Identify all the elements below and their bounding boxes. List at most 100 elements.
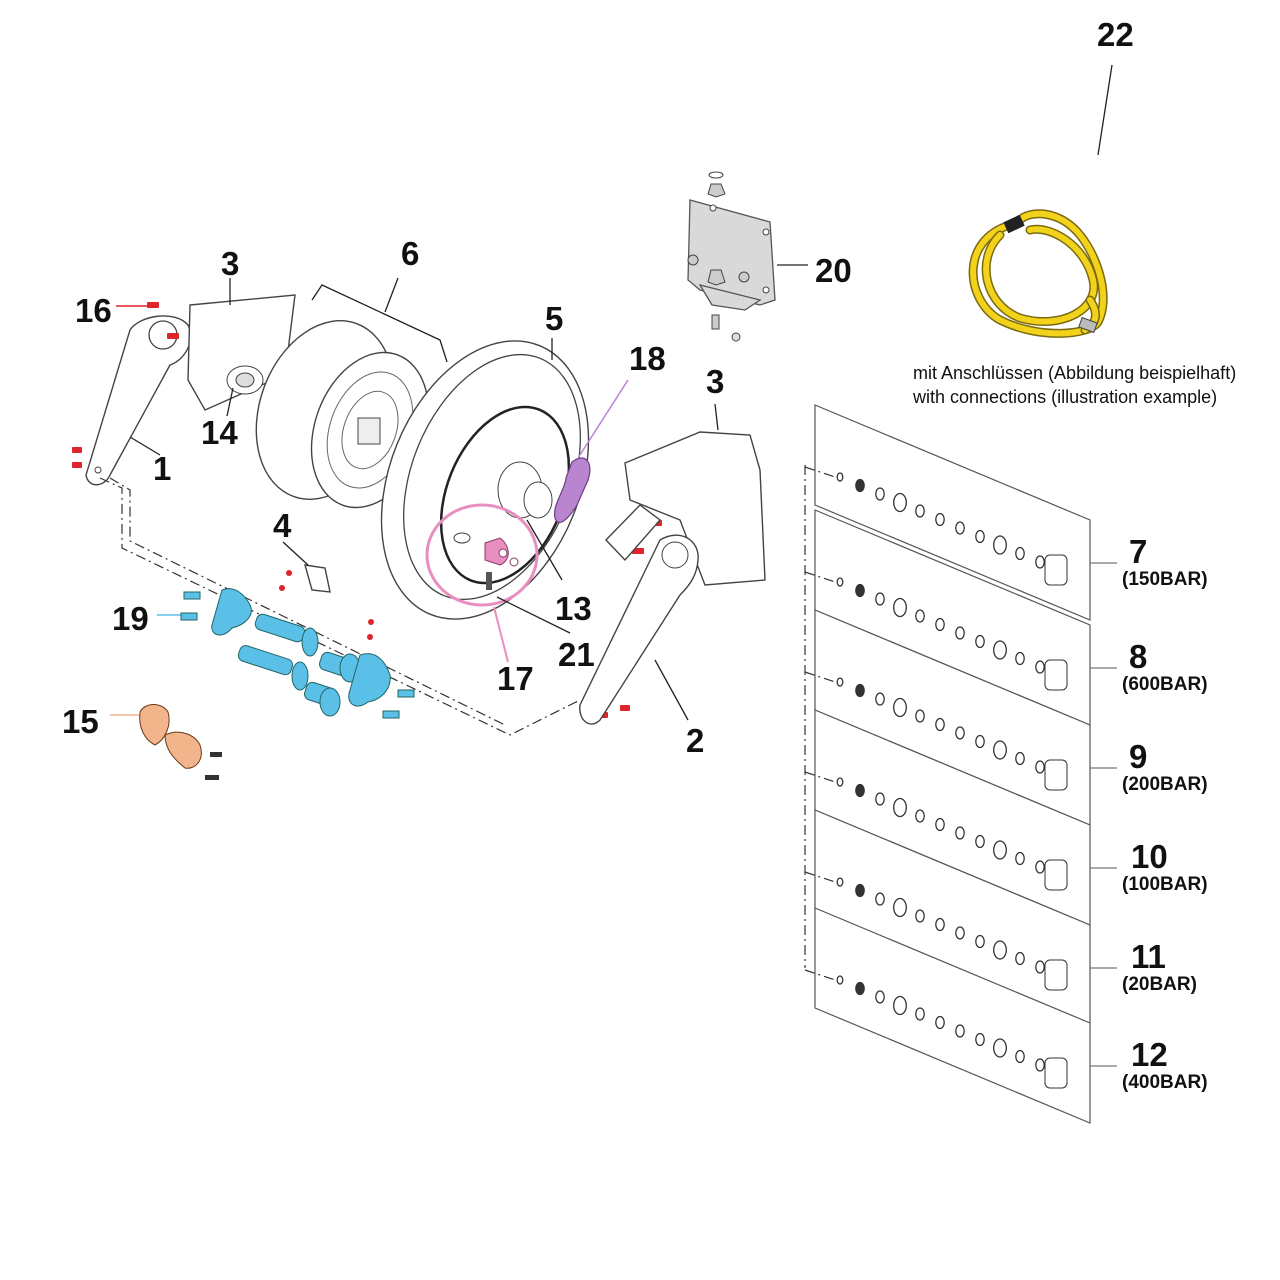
swivel-pressure-9: (200BAR) [1122,774,1208,795]
callout-1: 1 [153,450,171,487]
swivel-part [935,817,945,832]
swivel-panel-11: 11(20BAR) [804,809,1197,1026]
elbow-fitting [1044,554,1068,586]
swivel-part [893,995,907,1016]
callout-3-left: 3 [221,245,239,282]
swivel-part [1035,1058,1045,1072]
swivel-panel-10: 10(100BAR) [804,709,1208,926]
note-german: mit Anschlüssen (Abbildung beispielhaft) [913,363,1237,383]
swivel-part [955,726,965,740]
swivel-part [1035,960,1045,974]
leader-6 [311,284,448,363]
swivel-part [1015,951,1025,966]
callout-3-right: 3 [706,363,724,400]
swivel-part [1035,555,1045,569]
swivel-part [915,909,925,923]
ratchet-18 [553,379,629,523]
swivel-part [855,981,865,996]
swivel-part [836,677,844,687]
leader-17 [493,606,509,663]
hose-assembly [968,64,1113,338]
swivel-part [875,592,885,606]
swivel-part [975,934,985,949]
swivel-part [955,1024,965,1038]
callout-17: 17 [497,660,534,697]
swivel-part [875,487,885,501]
swivel-label-8: 8 [1129,638,1147,675]
swivel-part [935,617,945,632]
swivel-part [836,975,844,985]
swivel-panel-7: 7(150BAR) [804,404,1208,621]
leader-1 [129,436,161,456]
support-arm-1 [85,315,192,486]
leader-21 [496,596,571,634]
swivel-part [836,877,844,887]
callout-6: 6 [401,235,419,272]
swivel-part [875,892,885,906]
swivel-part [893,697,907,718]
leader-22 [1097,64,1113,156]
swivel-panel-frame [814,404,1091,621]
swivel-part [993,840,1007,860]
swivel-part [855,883,865,898]
swivel-part [993,640,1007,660]
swivel-part [915,709,925,723]
swivel-part [955,926,965,940]
swivel-part [915,609,925,623]
swivel-label-9: 9 [1129,738,1147,775]
swivel-part [935,717,945,732]
swivel-part [875,692,885,706]
swivel-label-7: 7 [1129,533,1147,570]
swivel-pressure-10: (100BAR) [1122,874,1208,895]
swivel-part [993,535,1007,555]
swivel-part [955,626,965,640]
swivel-part [893,897,907,918]
swivel-panel-12: 12(400BAR) [804,907,1208,1124]
swivel-part [893,597,907,618]
support-arm-2 [579,534,699,725]
swivel-part [993,740,1007,760]
swivel-part [975,529,985,544]
callout-19: 19 [112,600,149,637]
swivel-part [1035,760,1045,774]
swivel-part [975,734,985,749]
note-english: with connections (illustration example) [913,387,1218,407]
elbow-fitting [1044,1057,1068,1089]
elbow-fitting [1044,959,1068,991]
swivel-part [935,512,945,527]
swivel-pressure-11: (20BAR) [1122,974,1197,995]
elbow-fitting [1044,859,1068,891]
swivel-label-12: 12 [1131,1036,1168,1073]
swivel-part [893,797,907,818]
swivel-panel-9: 9(200BAR) [804,609,1208,826]
swivel-part [993,1038,1007,1058]
hose-guide-15 [110,704,222,780]
leader-4 [282,541,309,566]
swivel-part [836,472,844,482]
swivel-part [915,809,925,823]
swivel-part [855,583,865,598]
swivel-part [935,917,945,932]
swivel-part [875,990,885,1004]
wall-bracket-20 [687,171,808,342]
callout-16: 16 [75,292,112,329]
swivel-panel-8: 8(600BAR) [804,509,1208,726]
swivel-part [1015,651,1025,666]
side-plate-3-right [605,403,766,586]
swivel-label-10: 10 [1131,838,1168,875]
hose-connection-note: mit Anschlüssen (Abbildung beispielhaft)… [913,361,1236,409]
guide-4 [282,541,331,593]
pawl-detail [425,503,571,663]
swivel-part [935,1015,945,1030]
swivel-part [975,1032,985,1047]
callout-4: 4 [273,507,292,544]
swivel-part [993,940,1007,960]
swivel-part [1015,851,1025,866]
swivel-part [1015,751,1025,766]
swivel-part [915,1007,925,1021]
callout-22: 22 [1097,16,1134,53]
swivel-part [975,834,985,849]
swivel-part [836,777,844,787]
swivel-part [975,634,985,649]
